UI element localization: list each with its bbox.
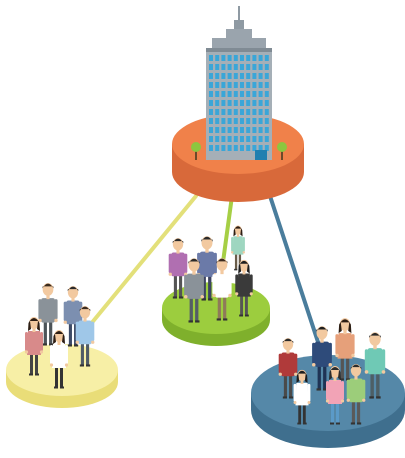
person-figure [24,317,44,376]
right-group [278,318,386,425]
person-figure [38,283,58,346]
tree-icon [277,142,287,160]
office-building-icon [206,6,272,160]
connection-line-left [88,194,198,327]
tree-icon [191,142,201,160]
person-figure [311,326,333,391]
person-figure [325,366,345,425]
person-figure [63,286,83,347]
left-group [24,283,95,389]
person-figure [183,258,205,323]
person-figure [364,332,386,399]
person-figure [278,338,298,399]
middle-group [168,225,253,323]
person-figure [75,306,95,367]
person-figure [168,238,188,299]
connection-line-right [268,194,320,344]
person-figure [235,259,253,317]
person-figure [335,318,355,381]
connection-line-middle [221,194,234,264]
person-figure [49,330,69,389]
person-figure [346,364,366,425]
person-figure [293,369,311,425]
person-figure [231,225,245,271]
person-figure [212,258,232,321]
